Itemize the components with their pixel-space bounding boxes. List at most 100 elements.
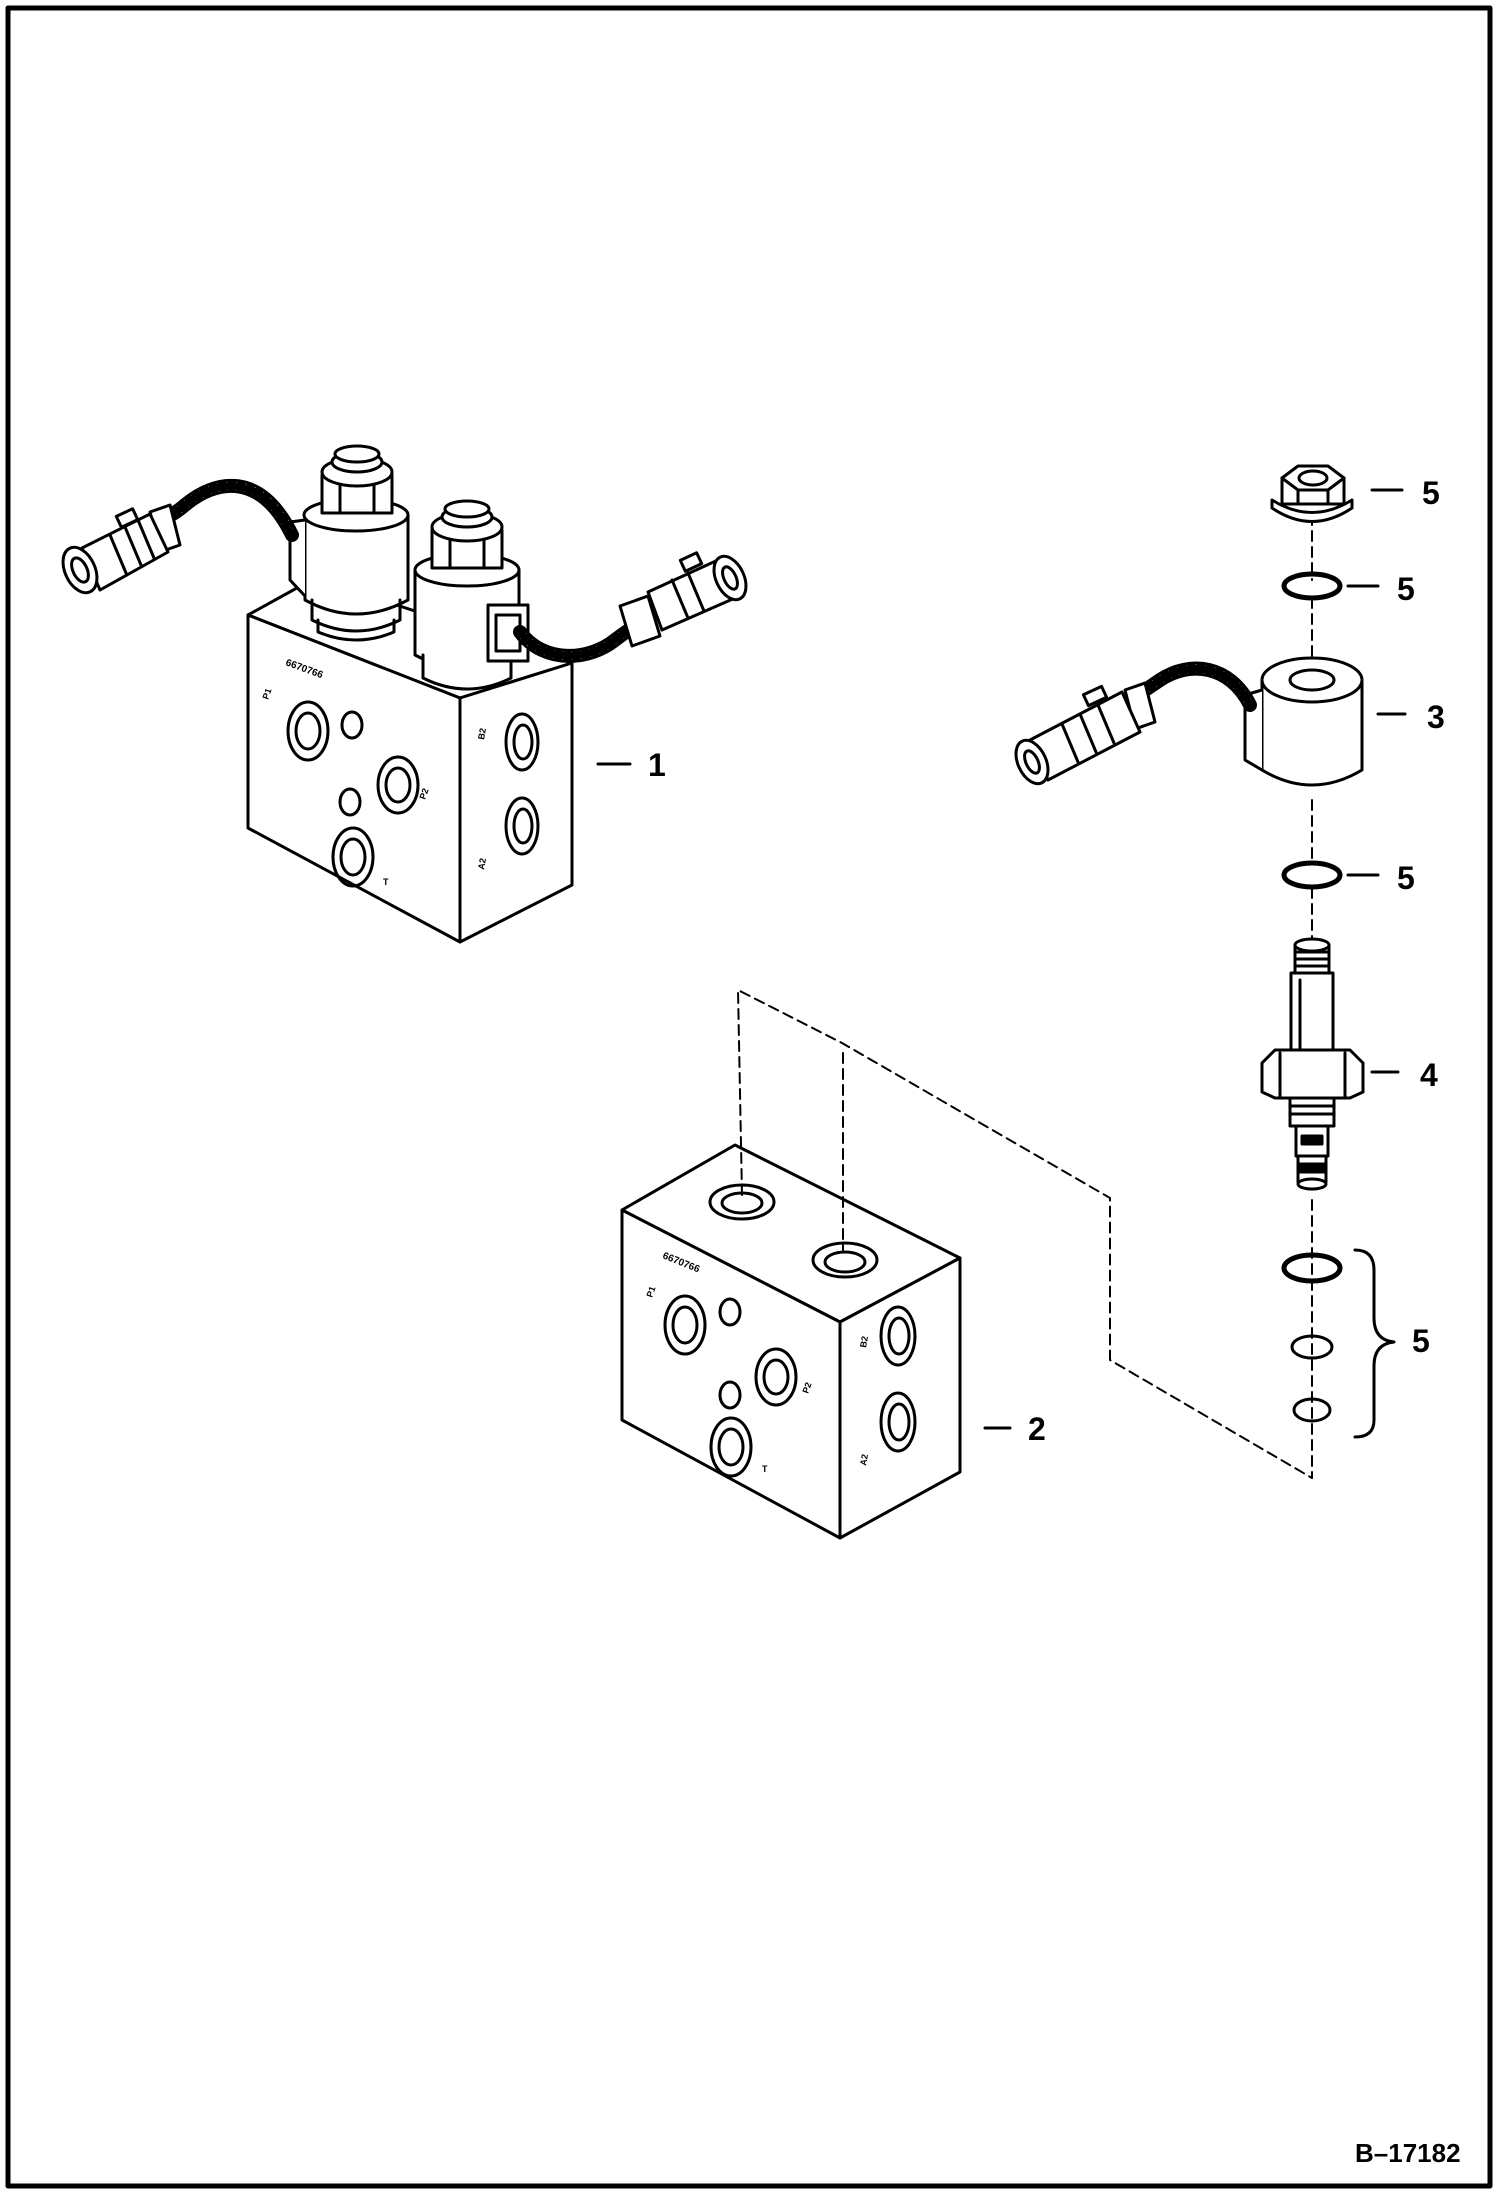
seal-oring-small <box>1292 1397 1332 1423</box>
left-plug-rib-2 <box>123 525 143 567</box>
left-plug-latch <box>114 507 140 529</box>
callout-5-oring-mid: 5 <box>1397 860 1415 896</box>
callout-4: 4 <box>1420 1057 1438 1093</box>
cartridge-nose-end <box>1296 1177 1328 1191</box>
right-plug-latch <box>678 551 704 573</box>
cartridge-nose-band <box>1296 1162 1328 1174</box>
nut-bore <box>1297 469 1329 487</box>
solenoid-coil <box>1014 656 1364 787</box>
right-coil-ring <box>421 653 513 691</box>
manifold-label-p2: P2 <box>800 1381 813 1395</box>
seal-kit <box>1281 1248 1396 1439</box>
seal-oring-medium <box>1290 1334 1334 1360</box>
valve-block-side <box>458 661 574 944</box>
port-p1-inner <box>294 711 322 751</box>
coil-plug-latch <box>1081 684 1109 708</box>
left-coil-ring <box>310 598 402 633</box>
coil-plug-rib-1 <box>1060 722 1080 764</box>
port-p2-inner <box>384 766 412 804</box>
right-plug-rib-2 <box>686 571 706 613</box>
coil-plug-rib-2 <box>1078 712 1098 754</box>
left-solenoid <box>288 444 410 642</box>
valve-assembly: 6670766 P1 P2 T B2 A2 <box>61 444 748 944</box>
cartridge-hex <box>1260 1048 1365 1100</box>
cartridge-valve <box>1260 937 1365 1191</box>
callout-5-seal-kit: 5 <box>1412 1323 1430 1359</box>
manifold-port-b2-inner <box>887 1316 911 1356</box>
right-plug-face <box>712 554 748 602</box>
nut-flange <box>1270 498 1354 523</box>
left-wire-harness <box>61 478 299 595</box>
cartridge-stem <box>1289 971 1335 1055</box>
manifold-label-t: T <box>762 1464 768 1474</box>
left-coil-body <box>303 513 410 616</box>
manifold-label-b2: B2 <box>858 1335 870 1348</box>
coil-plug-face <box>1014 738 1050 786</box>
valve-label-a2: A2 <box>476 857 488 870</box>
nut <box>1270 464 1354 523</box>
manifold-port-p1 <box>663 1294 707 1356</box>
valve-label-p1: P1 <box>260 687 273 701</box>
manifold-label-p1: P1 <box>644 1285 657 1299</box>
valve-label-p2: P2 <box>417 787 430 801</box>
left-plug-face-pin <box>70 556 90 584</box>
cartridge-lower-threads <box>1288 1096 1336 1128</box>
manifold-port-p1-inner <box>671 1305 699 1345</box>
drawing-number: B–17182 <box>1355 2138 1461 2168</box>
nut-hex-top <box>1280 464 1346 492</box>
oring-mid <box>1281 860 1343 890</box>
top-cavity-2-inner <box>823 1250 867 1274</box>
callout-1: 1 <box>648 747 666 783</box>
manifold-body: 6670766 P1 P2 T B2 A2 <box>620 1143 962 1540</box>
right-solenoid <box>413 499 530 691</box>
top-cavity-2-outer <box>811 1241 879 1279</box>
assembly-line-cavity-1 <box>737 989 1313 1479</box>
manifold-side <box>838 1256 962 1540</box>
seal-oring-large <box>1281 1252 1343 1284</box>
right-plug-rib-1 <box>670 578 690 620</box>
cartridge-tip-top <box>1293 937 1331 953</box>
manifold-port-p2 <box>754 1347 798 1407</box>
coil-top <box>1260 656 1364 704</box>
callout-3: 3 <box>1427 699 1445 735</box>
right-wire-harness <box>513 551 748 663</box>
port-p2 <box>376 755 420 815</box>
callout-5-nut: 5 <box>1422 475 1440 511</box>
assembly-lines <box>737 514 1313 1479</box>
port-a2-inner <box>512 807 534 845</box>
left-plug-rib-3 <box>136 518 156 560</box>
manifold-port-small-1 <box>718 1297 742 1327</box>
port-p1 <box>286 700 330 762</box>
manifold-port-t-inner <box>717 1427 745 1467</box>
manifold-port-p2-inner <box>762 1358 790 1396</box>
port-b2-inner <box>512 723 534 761</box>
coil-body <box>1260 678 1364 787</box>
callout-2: 2 <box>1028 1411 1046 1447</box>
seal-kit-brace <box>1353 1248 1396 1439</box>
manifold-port-small-2 <box>718 1380 742 1410</box>
port-a2 <box>504 796 540 856</box>
left-cap-top <box>333 444 381 464</box>
coil-plug-face-pin <box>1023 749 1041 775</box>
right-plug-face-pin <box>721 565 739 591</box>
oring-top <box>1281 571 1343 601</box>
callout-5-oring-top: 5 <box>1397 571 1415 607</box>
manifold-port-a2-inner <box>887 1402 911 1442</box>
port-small-2 <box>338 787 362 817</box>
right-plug-body <box>618 594 662 648</box>
left-coil-base <box>316 618 396 642</box>
port-t-inner <box>339 837 367 877</box>
coil-plug-rib-3 <box>1096 703 1116 745</box>
left-plug-face <box>61 545 99 595</box>
manifold-port-a2 <box>879 1391 917 1453</box>
valve-label-b2: B2 <box>476 727 488 740</box>
port-b2 <box>504 712 540 772</box>
manifold-port-t <box>709 1416 753 1478</box>
manifold-port-b2 <box>879 1305 917 1367</box>
coil-bore <box>1288 668 1336 692</box>
port-small-1 <box>340 710 364 740</box>
manifold-label-a2: A2 <box>858 1453 870 1466</box>
valve-label-t: T <box>383 877 389 887</box>
